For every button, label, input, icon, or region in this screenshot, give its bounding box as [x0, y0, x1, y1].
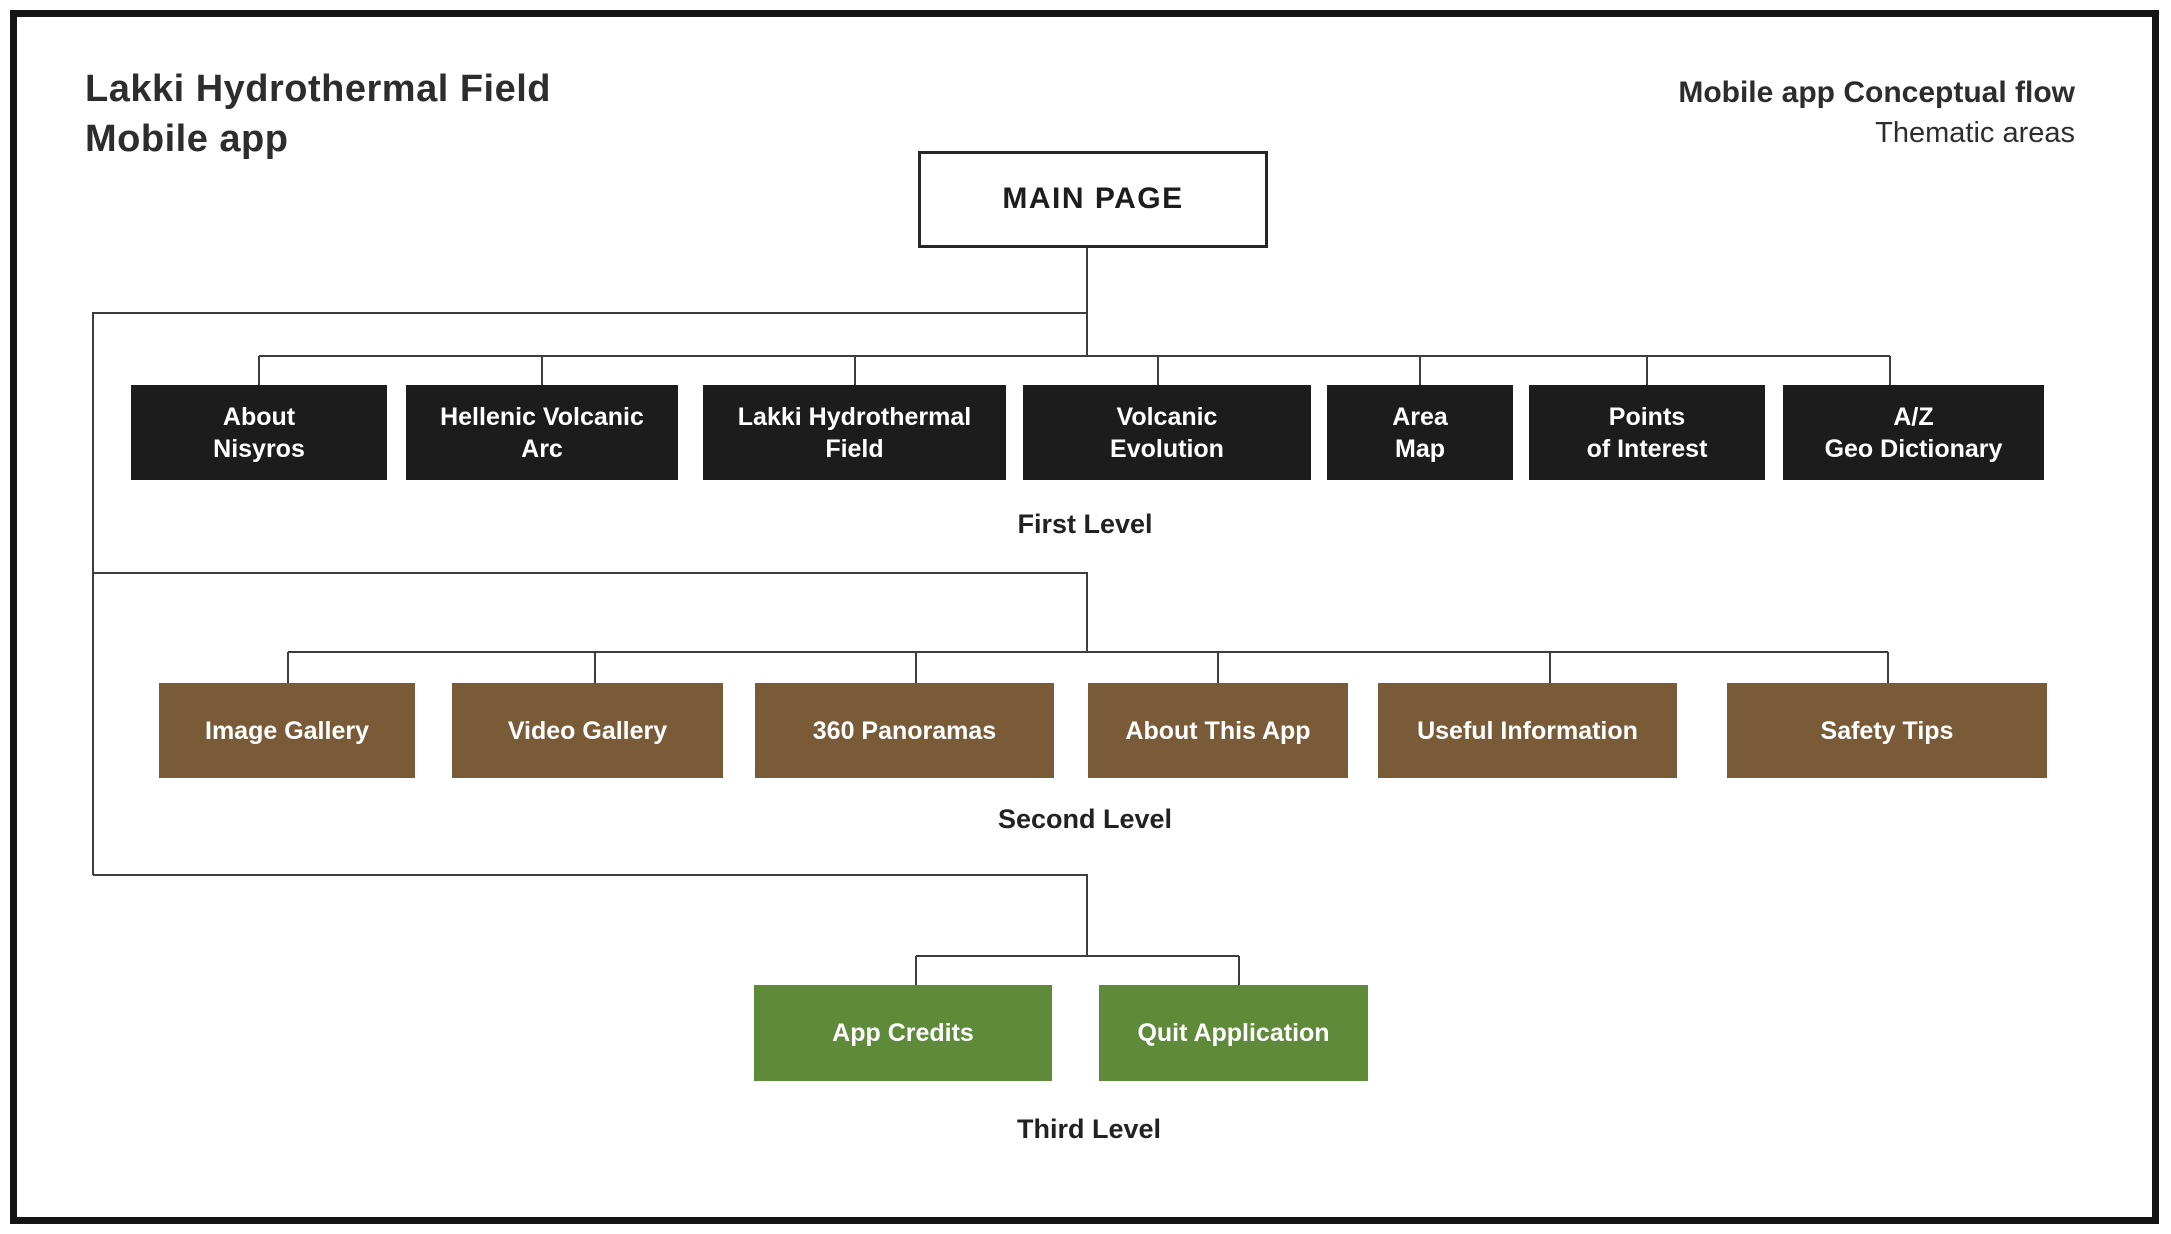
- third-level-caption: Third Level: [1016, 1114, 1162, 1144]
- page-title-line1: Lakki Hydrothermal Field: [85, 68, 552, 110]
- first-level-caption: First Level: [1017, 509, 1153, 539]
- node-safety-tips: Safety Tips: [1727, 683, 2047, 778]
- node-points-of-interest: Points of Interest: [1529, 385, 1765, 480]
- node-lakki-hydrothermal-field: Lakki Hydrothermal Field: [703, 385, 1006, 480]
- node-main-page: MAIN PAGE: [918, 151, 1268, 248]
- node-hellenic-volcanic-arc: Hellenic Volcanic Arc: [406, 385, 678, 480]
- second-level-caption: Second Level: [997, 804, 1173, 834]
- node-volcanic-evolution: Volcanic Evolution: [1023, 385, 1311, 480]
- corner-heading: Mobile app Conceptual flow Thematic area…: [1678, 72, 2075, 153]
- node-useful-information: Useful Information: [1378, 683, 1677, 778]
- node-image-gallery: Image Gallery: [159, 683, 415, 778]
- node-az-geo-dictionary: A/Z Geo Dictionary: [1783, 385, 2044, 480]
- node-360-panoramas: 360 Panoramas: [755, 683, 1054, 778]
- node-about-this-app: About This App: [1088, 683, 1348, 778]
- page-title-line2: Mobile app: [85, 118, 289, 161]
- node-video-gallery: Video Gallery: [452, 683, 723, 778]
- node-about-nisyros: About Nisyros: [131, 385, 387, 480]
- corner-subtitle: Thematic areas: [1875, 117, 2075, 150]
- node-app-credits: App Credits: [754, 985, 1052, 1081]
- node-quit-application: Quit Application: [1099, 985, 1368, 1081]
- node-area-map: Area Map: [1327, 385, 1513, 480]
- corner-title: Mobile app Conceptual flow: [1678, 76, 2075, 109]
- page-title: Lakki Hydrothermal Field Mobile app: [85, 64, 551, 164]
